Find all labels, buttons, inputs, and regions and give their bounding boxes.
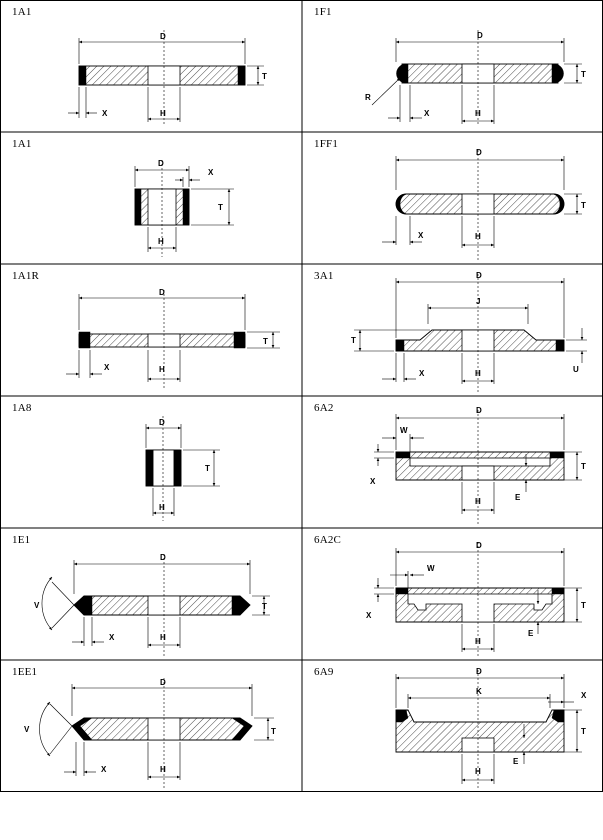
- label-t: T: [271, 727, 276, 736]
- label-d: D: [158, 159, 164, 168]
- wheel-drawing: D W X T E H: [370, 406, 586, 524]
- wheel-drawing: D J T U X H: [351, 271, 587, 392]
- label-t: T: [581, 201, 586, 210]
- cell-1a1r: 1A1R D T X H: [0, 264, 302, 396]
- wheel-drawing: D T X H: [68, 30, 267, 125]
- cell-title: 1A1R: [12, 270, 40, 282]
- label-h: H: [159, 365, 165, 374]
- cell-title: 1F1: [314, 6, 332, 18]
- cell-1a1-narrow: 1A1 D X T H: [0, 132, 302, 264]
- label-h: H: [475, 637, 481, 646]
- label-x: X: [109, 633, 115, 642]
- cell-3a1: 3A1 D J T U X H: [302, 264, 603, 396]
- grid-lines: [0, 0, 603, 792]
- wheel-drawing: D T X H: [66, 288, 280, 389]
- diagram-grid: 1A1 D T X H 1F1 D: [0, 0, 603, 792]
- label-d: D: [160, 32, 166, 41]
- label-d: D: [160, 678, 166, 687]
- label-t: T: [581, 727, 586, 736]
- label-d: D: [476, 271, 482, 280]
- label-t: T: [218, 203, 223, 212]
- cell-1a8: 1A8 D T H: [0, 396, 302, 528]
- cell-6a2c: 6A2C D W X T E H: [302, 528, 603, 660]
- label-d: D: [160, 553, 166, 562]
- label-h: H: [159, 503, 165, 512]
- cell-title: 6A2: [314, 402, 334, 414]
- label-k: K: [476, 687, 482, 696]
- wheel-drawing: D V T X H: [24, 678, 276, 788]
- label-t: T: [581, 70, 586, 79]
- label-t: T: [581, 601, 586, 610]
- label-w: W: [400, 426, 408, 435]
- cell-title: 1A1: [12, 138, 32, 150]
- cell-title: 6A9: [314, 666, 334, 678]
- label-x: X: [370, 477, 376, 486]
- cell-title: 1A1: [12, 6, 32, 18]
- label-t: T: [263, 337, 268, 346]
- label-h: H: [160, 109, 166, 118]
- label-t: T: [205, 464, 210, 473]
- cell-1ee1: 1EE1 D V T X H: [0, 660, 302, 792]
- label-t: T: [262, 602, 267, 611]
- cell-title: 3A1: [314, 270, 334, 282]
- label-d: D: [476, 406, 482, 415]
- cell-1e1: 1E1 D V T X H: [0, 528, 302, 660]
- label-x: X: [418, 231, 424, 240]
- label-u: U: [573, 365, 579, 374]
- label-x: X: [424, 109, 430, 118]
- cell-title: 1A8: [12, 402, 32, 414]
- label-x: X: [419, 369, 425, 378]
- label-t: T: [581, 462, 586, 471]
- label-h: H: [160, 765, 166, 774]
- label-d: D: [159, 288, 165, 297]
- label-x: X: [101, 765, 107, 774]
- label-e: E: [528, 629, 534, 638]
- label-x: X: [366, 611, 372, 620]
- label-d: D: [476, 541, 482, 550]
- wheel-drawing: D T H: [145, 416, 220, 521]
- label-t: T: [262, 72, 267, 81]
- label-d: D: [159, 418, 165, 427]
- cell-6a9: 6A9 D K X T E H: [302, 660, 603, 792]
- label-d: D: [477, 31, 483, 40]
- label-e: E: [513, 757, 519, 766]
- label-d: D: [476, 148, 482, 157]
- cell-1ff1: 1FF1 D T X H: [302, 132, 603, 264]
- wheel-drawing: D W X T E H: [366, 541, 586, 656]
- label-h: H: [475, 369, 481, 378]
- label-v: V: [24, 725, 30, 734]
- label-h: H: [158, 237, 164, 246]
- label-d: D: [476, 667, 482, 676]
- label-x: X: [102, 109, 108, 118]
- cell-title: 1E1: [12, 534, 31, 546]
- wheel-drawing: D K X T E H: [395, 667, 587, 788]
- label-h: H: [475, 232, 481, 241]
- label-w: W: [427, 564, 435, 573]
- label-x: X: [581, 691, 587, 700]
- wheel-drawing: D T X H: [382, 148, 586, 260]
- label-r: R: [365, 93, 371, 102]
- cell-title: 1EE1: [12, 666, 38, 678]
- label-h: H: [475, 767, 481, 776]
- label-t: T: [351, 336, 356, 345]
- wheel-drawing: D V T X H: [34, 553, 270, 656]
- label-v: V: [34, 601, 40, 610]
- cell-title: 6A2C: [314, 534, 342, 546]
- cell-1f1: 1F1 D T R X H: [302, 0, 603, 132]
- cell-1a1-wide: 1A1 D T X H: [0, 0, 302, 132]
- label-h: H: [475, 497, 481, 506]
- label-h: H: [160, 633, 166, 642]
- label-h: H: [475, 109, 481, 118]
- wheel-drawing: D X T H: [134, 159, 234, 257]
- label-e: E: [515, 493, 521, 502]
- cell-6a2: 6A2 D W X T E H: [302, 396, 603, 528]
- label-x: X: [104, 363, 110, 372]
- label-x: X: [208, 168, 214, 177]
- cell-title: 1FF1: [314, 138, 339, 150]
- wheel-drawing: D T R X H: [365, 30, 586, 125]
- label-j: J: [476, 297, 480, 306]
